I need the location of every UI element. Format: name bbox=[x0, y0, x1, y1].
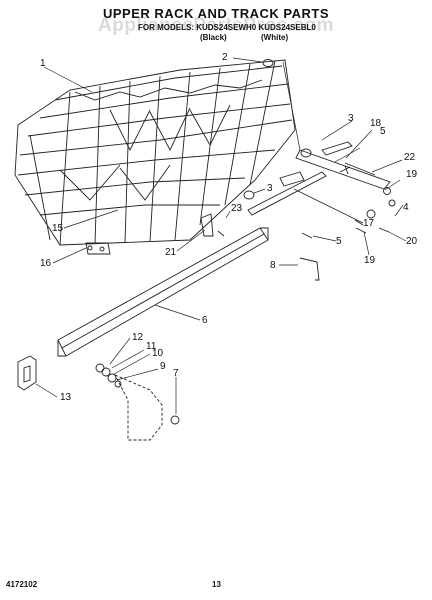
page-title: UPPER RACK AND TRACK PARTS bbox=[102, 6, 330, 21]
callout-19: 19 bbox=[364, 255, 376, 266]
callout-8: 8 bbox=[270, 260, 276, 271]
models-subtitle: FOR MODELS: KUDS24SEWH0 KUDS24SEBL0 bbox=[138, 23, 316, 32]
callout-1: 1 bbox=[40, 58, 46, 69]
small-parts bbox=[85, 59, 396, 281]
callout-20: 20 bbox=[406, 236, 418, 247]
footer-page-number: 13 bbox=[212, 580, 221, 589]
callout-13: 13 bbox=[60, 392, 72, 403]
callout-10: 10 bbox=[152, 348, 164, 359]
callout-5: 5 bbox=[380, 126, 386, 137]
callout-21: 21 bbox=[165, 247, 177, 258]
upper-rack-basket bbox=[14, 59, 296, 246]
callout-3: 3 bbox=[348, 113, 354, 124]
callout-17: 17 bbox=[363, 218, 375, 229]
callout-7: 7 bbox=[173, 368, 179, 379]
color-black-label: (Black) bbox=[200, 33, 227, 42]
callout-9: 9 bbox=[160, 361, 166, 372]
callout-22: 22 bbox=[404, 152, 416, 163]
footer-part-number: 4172102 bbox=[6, 580, 38, 589]
leader-lines bbox=[35, 57, 407, 414]
color-white-label: (White) bbox=[261, 33, 289, 42]
track-stop-assembly bbox=[17, 355, 180, 441]
callout-23: 23 bbox=[231, 203, 243, 214]
callout-19: 19 bbox=[406, 169, 418, 180]
callout-4: 4 bbox=[403, 202, 409, 213]
callout-2: 2 bbox=[222, 52, 228, 63]
track-rail bbox=[57, 227, 269, 357]
callout-18: 18 bbox=[370, 118, 382, 129]
callout-3: 3 bbox=[267, 183, 273, 194]
callout-6: 6 bbox=[202, 315, 208, 326]
right-track-rail bbox=[247, 141, 391, 216]
watermark: AppliancePartsPros.com bbox=[98, 15, 334, 36]
callout-16: 16 bbox=[40, 258, 52, 269]
callout-15: 15 bbox=[52, 223, 64, 234]
callout-11: 11 bbox=[146, 341, 157, 352]
callout-5: 5 bbox=[336, 236, 342, 247]
callout-12: 12 bbox=[132, 332, 144, 343]
